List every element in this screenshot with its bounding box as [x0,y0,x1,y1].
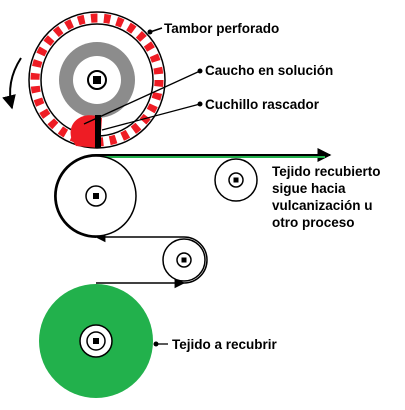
tension-roller-small [162,238,206,282]
rotation-arrow-icon [2,57,22,110]
label-tejido-a-recubrir: Tejido a recubrir [172,337,278,352]
perforated-drum [28,11,166,149]
fabric-around-small-roller [183,236,208,284]
leader-cuchillo [101,103,201,131]
label-tejido-recubierto-1: Tejido recubierto [272,164,381,179]
leader-caucho [83,70,201,125]
fabric-feed-roll [39,284,153,398]
idle-roller-right [214,158,258,202]
label-tambor-perforado: Tambor perforado [164,21,279,36]
idle-roller-right-axle [233,177,239,183]
rubber-solution-blob [70,115,102,148]
tension-roller-axle [181,257,187,263]
label-tejido-recubierto-2: sigue hacia [272,181,346,196]
drum-axle [93,76,101,84]
label-cuchillo-rascador: Cuchillo rascador [205,97,320,112]
guide-roller-large [55,155,137,237]
leader-caucho-dot [197,68,203,74]
label-tejido-recubierto-3: vulcanización u [272,198,373,213]
label-caucho-en-solucion: Caucho en solución [205,63,333,78]
leader-tambor-dot [147,29,153,35]
leader-cuchillo-dot [197,101,203,107]
label-tejido-recubierto-4: otro proceso [272,215,355,230]
fabric-feed-roll-axle [93,338,99,344]
fabric-around-roller [54,154,97,238]
scraper-knife [95,115,101,148]
guide-roller-large-axle [93,193,99,199]
